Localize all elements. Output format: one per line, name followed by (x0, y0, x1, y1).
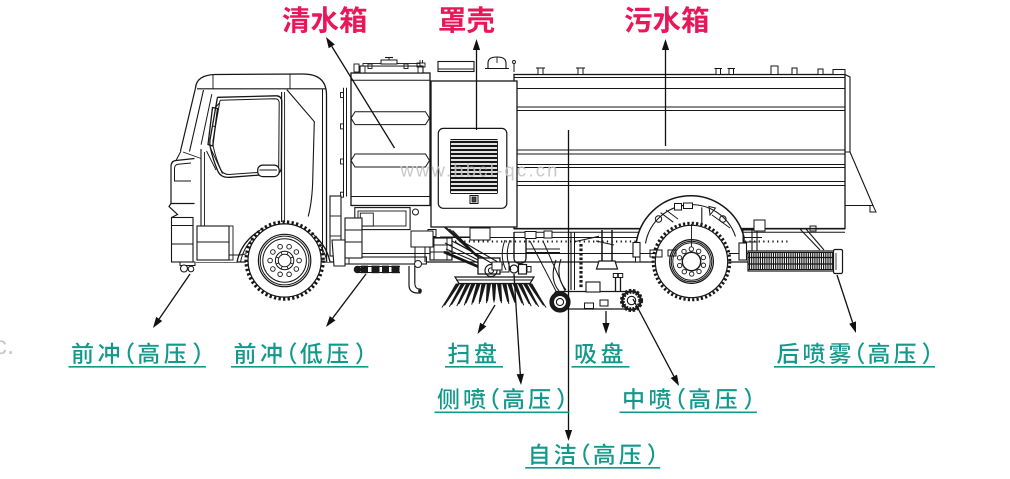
svg-text:c.: c. (0, 330, 14, 360)
svg-text:www.hbcl-qc.cn: www.hbcl-qc.cn (399, 160, 559, 181)
